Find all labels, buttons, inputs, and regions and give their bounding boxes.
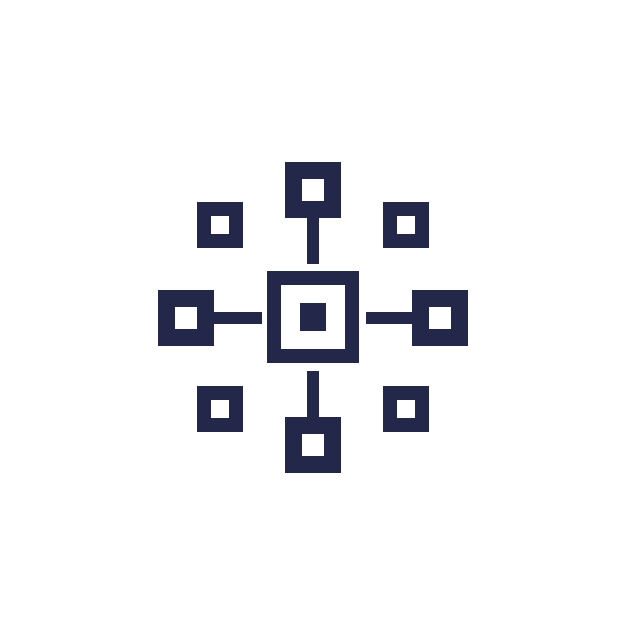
node-top bbox=[285, 162, 341, 218]
node-left bbox=[158, 290, 214, 346]
node-top-right bbox=[383, 202, 429, 248]
connector-bottom bbox=[307, 371, 319, 421]
node-bottom-right bbox=[383, 386, 429, 432]
connector-right bbox=[366, 312, 416, 324]
connector-left bbox=[212, 312, 262, 324]
network-hub-glyph bbox=[158, 162, 468, 473]
center-node-core bbox=[300, 303, 326, 331]
center-node-frame bbox=[267, 271, 359, 363]
node-bottom-left bbox=[197, 386, 243, 432]
node-top-left bbox=[197, 202, 243, 248]
node-right bbox=[412, 290, 468, 346]
node-bottom bbox=[285, 417, 341, 473]
connector-top bbox=[307, 214, 319, 264]
